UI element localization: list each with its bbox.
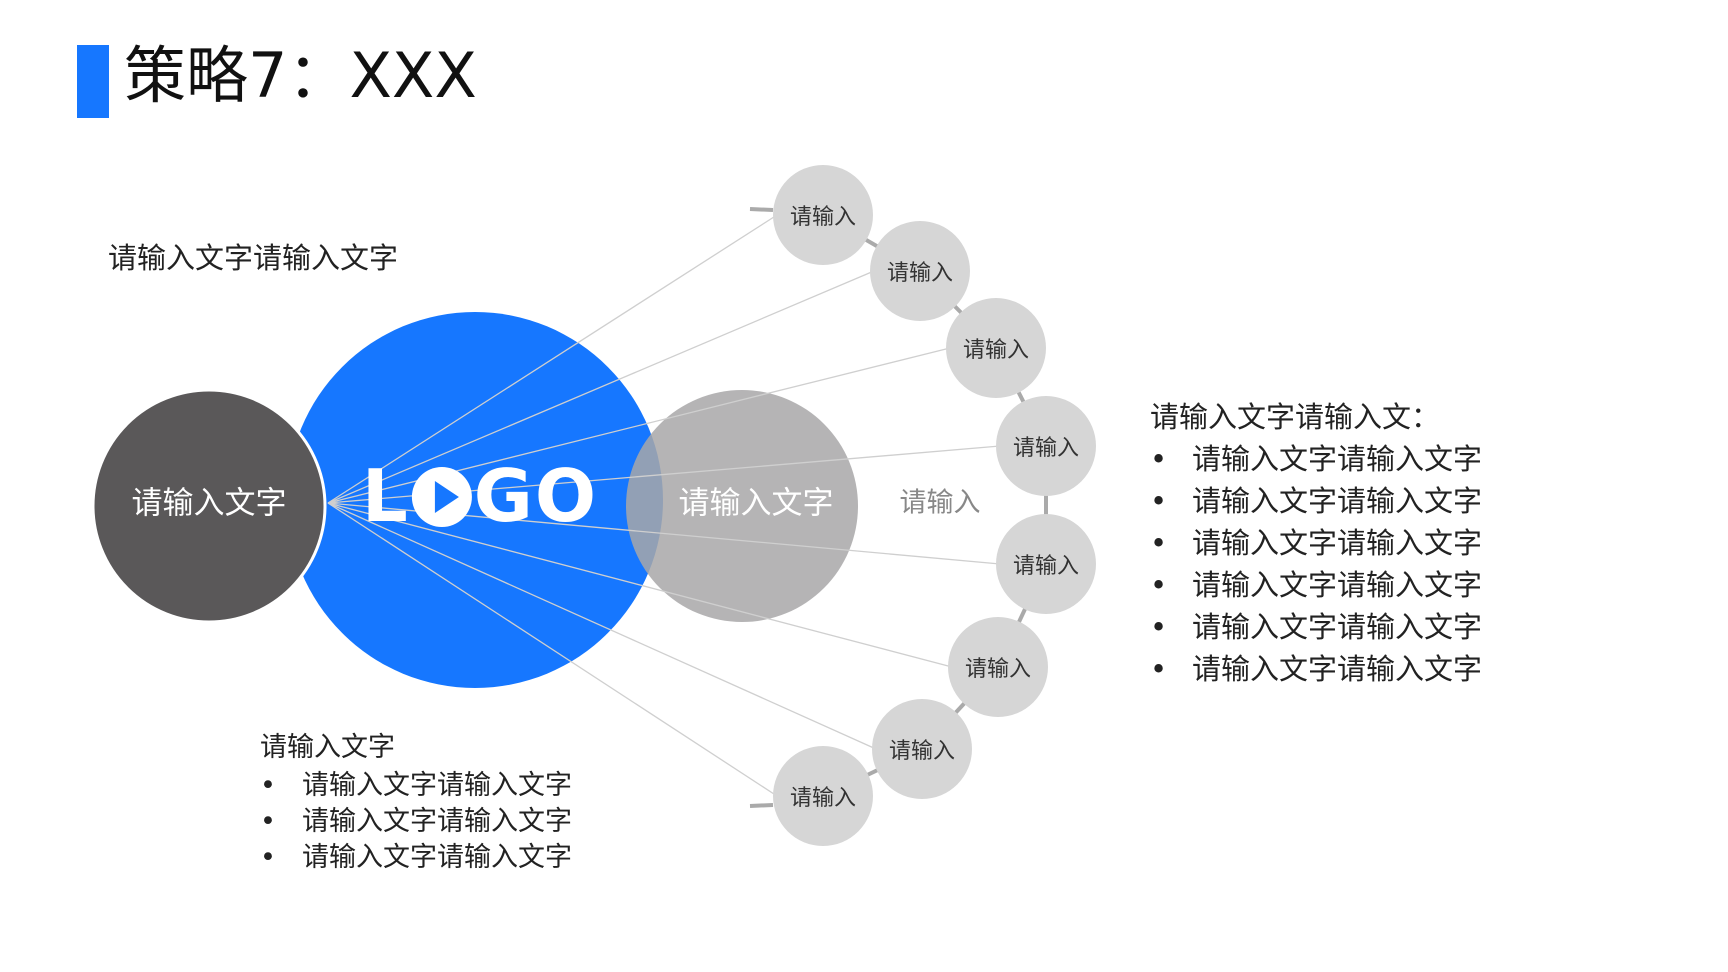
top-left-label: 请输入文字请输入文字 [108,241,399,275]
center-blue-circle [287,312,663,688]
arc-stub-top [749,207,774,212]
left-dark-circle [91,388,327,624]
bullet: • [1150,568,1168,602]
satellite-circle [773,165,873,265]
satellite-label: 请输入 [1012,436,1080,461]
list-item-text: 请输入文字请输入文字 [302,806,572,837]
satellite-circle [996,396,1096,496]
satellite-label: 请输入 [1012,554,1080,579]
bottom-left-list: • 请输入文字请输入文字 • 请输入文字请输入文字 • 请输入文字请输入文字 [260,768,572,876]
right-block: 请输入文字请输入文： • 请输入文字请输入文字 • 请输入文字请输入文字 • 请输入文… [1150,396,1482,690]
list-item: • 请输入文字请输入文字 [1150,564,1482,606]
satellite-label: 请输入 [789,205,857,230]
list-item: • 请输入文字请输入文字 [1150,522,1482,564]
list-item-text: 请输入文字请输入文字 [302,842,572,873]
list-item: • 请输入文字请输入文字 [260,804,572,840]
play-icon [411,467,472,527]
bullet: • [1150,652,1168,686]
satellite-circle [872,699,972,799]
satellite-label: 请输入 [964,657,1032,682]
fan-line [327,502,953,668]
satellite-circle [996,514,1096,614]
list-item-text: 请输入文字请输入文字 [1192,442,1483,476]
list-item: • 请输入文字请输入文字 [1150,480,1482,522]
satellite-circle [870,221,970,321]
bullet: • [260,770,276,801]
list-item: • 请输入文字请输入文字 [1150,606,1482,648]
satellite-circle [946,298,1046,398]
right-block-heading: 请输入文字请输入文： [1150,400,1441,434]
list-item-text: 请输入文字请输入文字 [302,770,572,801]
list-item-text: 请输入文字请输入文字 [1192,610,1483,644]
list-item-text: 请输入文字请输入文字 [1192,652,1483,686]
page-title: 策略7：XXX [124,39,477,112]
list-item: • 请输入文字请输入文字 [1150,438,1482,480]
satellite-circle [773,746,873,846]
fan-line [327,502,877,750]
fan-line [327,270,875,504]
bullet: • [260,806,276,837]
arc-stub-bottom [749,803,774,808]
list-item-text: 请输入文字请输入文字 [1192,526,1483,560]
bullet: • [1150,442,1168,476]
satellite-label: 请输入 [789,786,857,811]
logo-text-right: GO [473,454,599,538]
title-accent-bar [77,45,109,118]
bullet: • [260,842,276,873]
satellite-circles [773,165,1096,846]
bullet: • [1150,610,1168,644]
logo-text-left: L [361,454,410,538]
right-block-list: • 请输入文字请输入文字 • 请输入文字请输入文字 • 请输入文字请输入文字 • 请输入… [1150,438,1482,690]
middle-label: 请输入 [899,487,981,519]
logo: L GO [362,454,598,538]
right-gray-circle [626,390,858,622]
satellite-label: 请输入 [888,739,956,764]
fan-line [327,502,778,797]
bottom-left-block: 请输入文字 • 请输入文字请输入文字 • 请输入文字请输入文字 • 请输入文字请输入文… [260,728,572,876]
list-item-text: 请输入文字请输入文字 [1192,568,1483,602]
bottom-left-heading: 请输入文字 [260,732,395,763]
right-circle-label: 请输入文字 [678,485,834,522]
fan-line [327,214,778,504]
list-item: • 请输入文字请输入文字 [260,768,572,804]
satellite-label: 请输入 [886,261,954,286]
satellite-label: 请输入 [962,338,1030,363]
bullet: • [1150,484,1168,518]
left-circle-label: 请输入文字 [131,485,287,522]
satellite-circle [948,617,1048,717]
bullet: • [1150,526,1168,560]
list-item-text: 请输入文字请输入文字 [1192,484,1483,518]
list-item: • 请输入文字请输入文字 [260,840,572,876]
list-item: • 请输入文字请输入文字 [1150,648,1482,690]
